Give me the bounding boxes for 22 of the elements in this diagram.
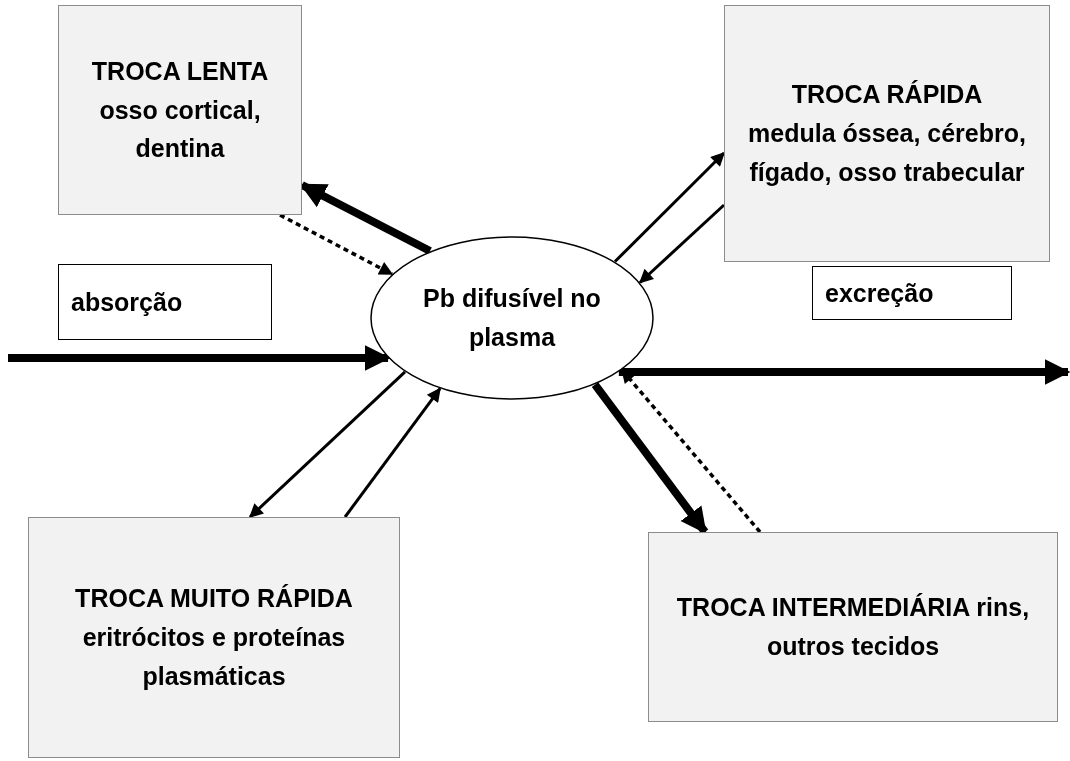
box-text: excreção: [825, 277, 934, 309]
label-box: [812, 266, 1012, 320]
process-box: [724, 5, 1050, 262]
arrow: [279, 213, 394, 276]
box-text: Pb difusível no plasma: [422, 283, 602, 353]
arrow: [638, 203, 725, 284]
label-box: [58, 264, 272, 340]
box-body-text: osso cortical, dentina: [98, 94, 262, 165]
process-box: [58, 5, 302, 215]
box-body-text: medula óssea, cérebro, fígado, osso trabecular: [747, 118, 1027, 188]
arrow: [613, 151, 726, 263]
plasma-ellipse: [370, 236, 654, 400]
arrow: [618, 359, 1070, 385]
process-box: [28, 517, 400, 758]
arrow: [248, 370, 407, 519]
box-heading: TROCA LENTA: [91, 55, 269, 87]
process-box: [648, 532, 1058, 722]
arrow: [343, 387, 442, 518]
box-text: TROCA MUITO RÁPIDA eritrócitos e proteínas plasmáticas: [74, 583, 354, 692]
box-heading: TROCA RÁPIDA: [791, 79, 983, 111]
box-text: TROCA INTERMEDIÁRIA rins, outros tecidos: [675, 592, 1031, 662]
box-text: absorção: [71, 286, 183, 318]
